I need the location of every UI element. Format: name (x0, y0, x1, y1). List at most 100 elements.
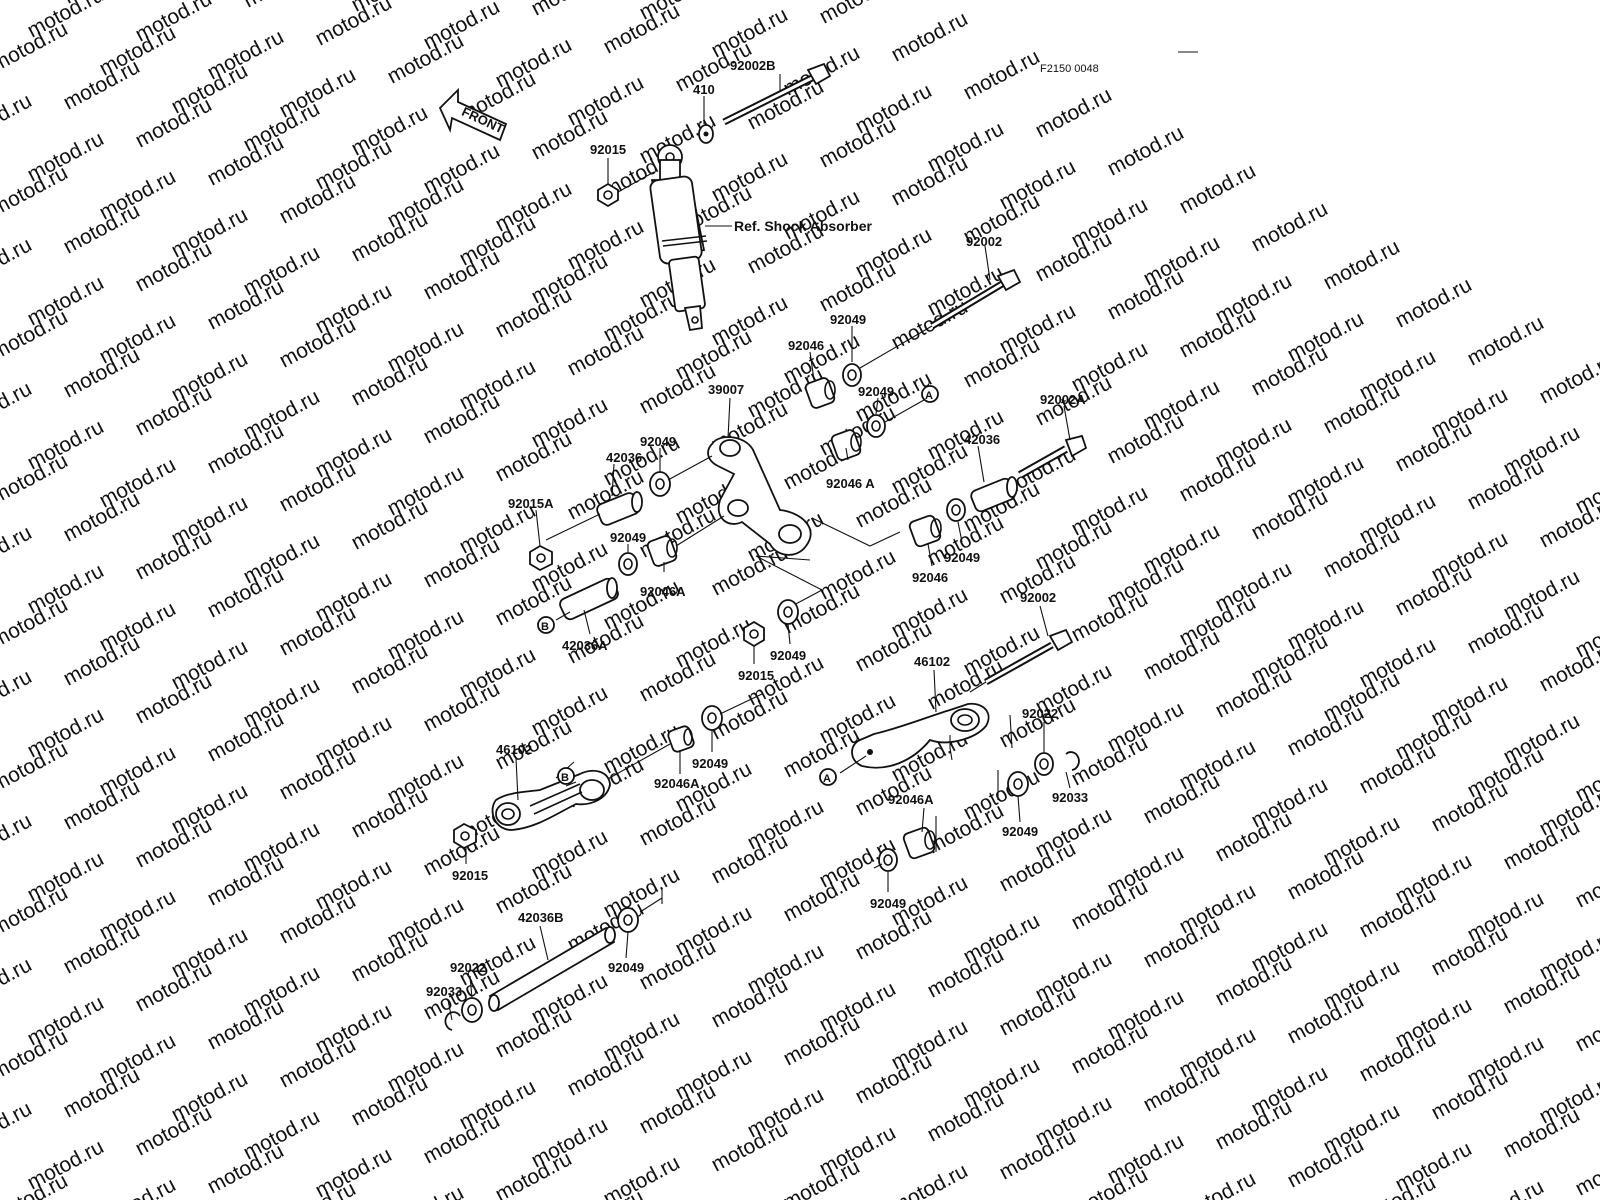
watermark-text: motod.ru (1572, 997, 1600, 1056)
label-92049-d: 92049 (610, 530, 646, 545)
pin-42036B (488, 926, 616, 1012)
watermark-text: motod.ru (816, 0, 900, 28)
watermark-text: motod.ru (1464, 311, 1548, 370)
label-92002B: 92002B (730, 58, 776, 73)
label-410: 410 (693, 82, 715, 97)
label-92049-e: 92049 (944, 550, 980, 565)
bearing-92046A-mid (830, 429, 862, 461)
marker-A-lower: A (819, 768, 837, 786)
label-92049-j: 92049 (608, 960, 644, 975)
watermark-text: motod.ru (0, 809, 36, 868)
label-92046A-right: 92046A (888, 792, 934, 807)
circlip-92033-right (1065, 751, 1080, 771)
label-92033-right: 92033 (1052, 790, 1088, 805)
watermark-text: motod.ru (0, 233, 36, 292)
bearing-92046A-lower (667, 725, 695, 753)
watermark-text: motod.ru (1320, 235, 1404, 294)
seal-92049-d (618, 552, 638, 576)
watermark-text: motod.ru (0, 0, 36, 4)
label-92046-a: 92046 (788, 338, 824, 353)
collar-42036A (559, 577, 619, 621)
label-92015-lower: 92015 (452, 868, 488, 883)
seal-92049-a (842, 363, 862, 387)
watermark-text: motod.ru (0, 1097, 36, 1156)
label-92046A-mid: 92046 A (826, 476, 875, 491)
watermark-text: motod.ru (1464, 1175, 1548, 1200)
label-92022-left: 92022 (450, 960, 486, 975)
watermark-text: motod.ru (0, 89, 36, 148)
shock-absorber-ref-label: Ref. Shock Absorber (734, 218, 873, 234)
label-92002A: 92002A (1040, 392, 1086, 407)
watermark-text: motod.ru (1572, 1141, 1600, 1200)
watermark-text: motod.ru (1176, 159, 1260, 218)
bearing-92046-a (804, 377, 836, 409)
bearing-92046A-left (646, 535, 678, 567)
part-labels: 92002B 410 92015 92002 92049 92046 92049… (426, 58, 1088, 999)
label-92049-b: 92049 (858, 384, 894, 399)
washer-410 (698, 124, 714, 144)
seal-92049-i (878, 848, 898, 872)
bolt-92002-upper (930, 268, 1022, 330)
watermark-text: motod.ru (960, 45, 1044, 104)
watermark-text: motod.ru (1032, 83, 1116, 142)
watermark-text: motod.ru (1248, 197, 1332, 256)
seal-92049-g (1007, 771, 1029, 797)
seal-92049-e (946, 498, 966, 522)
svg-text:A: A (823, 773, 831, 785)
svg-text:A: A (925, 390, 933, 402)
watermark-text: motod.ru (1572, 853, 1600, 912)
label-92049-f: 92049 (770, 648, 806, 663)
nut-92015-lower (453, 822, 477, 850)
watermark-text: motod.ru (1536, 637, 1600, 696)
watermark-text: motod.ru (1176, 1167, 1260, 1200)
bolt-92002A (1018, 434, 1088, 479)
label-39007: 39007 (708, 382, 744, 397)
nut-92015-top (597, 182, 619, 208)
label-92002-upper: 92002 (966, 234, 1002, 249)
label-46102-right: 46102 (914, 654, 950, 669)
nut-92015-mid (743, 620, 765, 648)
seal-92049-h (701, 705, 723, 731)
label-92046A-lower: 92046A (654, 776, 700, 791)
label-leaders (447, 74, 1071, 1021)
watermark-text: motod.ru (1536, 493, 1600, 552)
rocker-arm-39007 (707, 436, 812, 556)
label-92049-i: 92049 (870, 896, 906, 911)
watermark-text: motod.ru (1104, 121, 1188, 180)
label-42036B: 42036B (518, 910, 564, 925)
watermark-text: motod.ru (888, 1159, 972, 1200)
collar-42036-right (970, 476, 1018, 513)
circlip-92033-left (444, 1011, 461, 1031)
bolt-92002-lower (984, 628, 1074, 686)
label-42036-right: 42036 (964, 432, 1000, 447)
watermark-text: motod.ru (528, 0, 612, 20)
label-92046-right: 92046 (912, 570, 948, 585)
nut-92015A (529, 544, 553, 572)
svg-text:B: B (561, 772, 569, 784)
label-92015-top: 92015 (590, 142, 626, 157)
svg-text:B: B (541, 621, 549, 633)
label-92046A-left: 92046A (640, 584, 686, 599)
label-92015A: 92015A (508, 496, 554, 511)
watermark-text: motod.ru (1536, 349, 1600, 408)
seal-92049-b (866, 414, 886, 438)
label-92002-lower: 92002 (1020, 590, 1056, 605)
watermark-text: motod.ru (240, 0, 324, 12)
label-92033-left: 92033 (426, 984, 462, 999)
drawing-code: F2150 0048 (1040, 63, 1099, 75)
label-42036-left: 42036 (606, 450, 642, 465)
seal-92049-c (649, 471, 671, 497)
seal-92049-f (777, 599, 799, 625)
label-46102-left: 46102 (496, 742, 532, 757)
seal-92049-j (617, 907, 639, 933)
watermark-text: motod.ru (888, 7, 972, 66)
watermark-text: motod.ru (312, 0, 396, 50)
watermark-text: motod.ru (0, 953, 36, 1012)
bearing-92046-right (908, 514, 942, 548)
label-92022-right: 92022 (1022, 706, 1058, 721)
marker-B-left: B (537, 616, 555, 634)
watermark-text: motod.ru (0, 377, 36, 436)
watermark-text: motod.ru (96, 1173, 180, 1200)
